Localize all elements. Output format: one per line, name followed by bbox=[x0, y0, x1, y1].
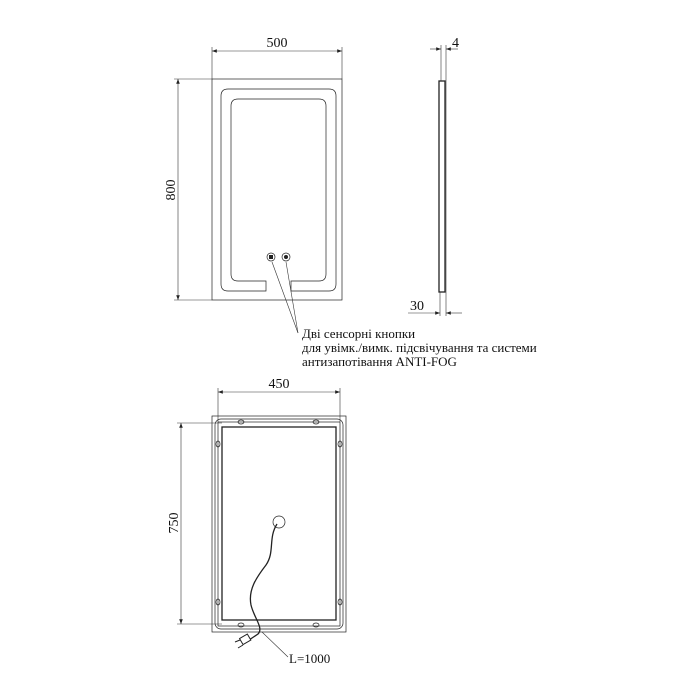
mirror-outline bbox=[211, 78, 343, 301]
power-cord bbox=[248, 523, 278, 641]
back-panel bbox=[221, 426, 337, 621]
width-dimension: 500 bbox=[267, 36, 288, 51]
side-view: 4 30 bbox=[408, 36, 462, 316]
back-height-dimension: 750 bbox=[167, 513, 182, 534]
back-outline bbox=[211, 415, 347, 633]
side-profile bbox=[438, 80, 446, 293]
back-width-dimension: 450 bbox=[269, 377, 290, 392]
height-dimension: 800 bbox=[164, 180, 179, 201]
mounting-holes bbox=[215, 419, 343, 628]
touch-button-light bbox=[266, 252, 276, 262]
touch-button-antifog bbox=[281, 252, 291, 262]
leader-line bbox=[285, 261, 299, 334]
leader-line bbox=[261, 631, 289, 658]
back-view: L=1000 450 750 bbox=[167, 377, 347, 666]
depth-dimension: 30 bbox=[410, 299, 424, 314]
cord-length: L=1000 bbox=[289, 651, 330, 666]
led-strip bbox=[220, 88, 337, 292]
front-view: 500 800 Дві сенсорні кнопки для увімк./в… bbox=[164, 36, 537, 369]
leader-line bbox=[271, 261, 299, 334]
note-line: Дві сенсорні кнопки bbox=[302, 326, 415, 341]
plug-icon bbox=[234, 633, 252, 649]
cable-outlet bbox=[272, 515, 286, 529]
note-line: для увімк./вимк. підсвічування та систем… bbox=[302, 340, 537, 355]
thickness-dimension: 4 bbox=[452, 36, 459, 51]
note-line: антизапотівання ANTI-FOG bbox=[302, 354, 457, 369]
